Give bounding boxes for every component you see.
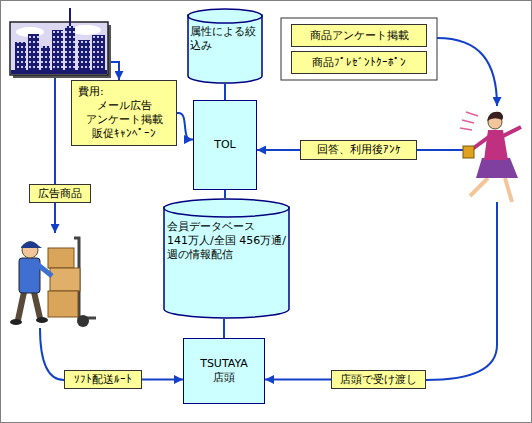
connector: [224, 190, 226, 198]
cylinder-top: [188, 9, 262, 23]
node-label: 費用:: [78, 85, 170, 99]
customer-illustration: [460, 112, 521, 202]
flow-line: [54, 75, 56, 233]
delivery-person-illustration: [10, 238, 96, 327]
legs: [18, 292, 40, 320]
connector: [257, 149, 300, 151]
skirt: [476, 158, 518, 178]
flow-line: [437, 38, 497, 106]
cost-box: 費用:メール広告 アンケート掲載 販促ｷｬﾝﾍﾟｰﾝ: [71, 80, 177, 146]
label-box: 回答、利用後ｱﾝｹ: [300, 140, 417, 160]
parcel: [48, 248, 74, 268]
flow-line: [40, 328, 64, 380]
connector: [142, 379, 183, 381]
cylinder-top: [164, 199, 289, 217]
building: [41, 46, 50, 73]
bag: [463, 146, 474, 158]
flow-lines: [40, 38, 497, 380]
shoe: [10, 319, 22, 325]
connector: [265, 379, 331, 381]
connector: [224, 84, 226, 100]
cloud: [71, 25, 101, 35]
city-illustration: [10, 8, 111, 78]
database-cylinder: 会員データベース141万人/全国 456万通/週の情報配信: [163, 198, 290, 319]
connector: [223, 319, 225, 338]
label-box: 広告商品: [29, 184, 91, 203]
store-box: TSUTAYA 店頭: [183, 338, 265, 404]
torso: [19, 258, 40, 293]
cap: [21, 241, 42, 248]
node-label: 回答、利用後ｱﾝｹ: [304, 143, 413, 157]
node-label: 商品ﾌﾟﾚｾﾞﾝﾄｸｰﾎﾟﾝ: [296, 56, 422, 70]
shoe: [36, 317, 48, 323]
label-box: ｿﾌﾄ配送ﾙｰﾄ: [64, 370, 142, 389]
label-box: 店頭で受け渡し: [331, 370, 426, 389]
label-box: 商品アンケート掲載: [291, 24, 427, 47]
wheel: [77, 315, 89, 327]
node-label: 店頭で受け渡し: [334, 373, 423, 387]
filter-cylinder: 属性による絞 込み: [187, 8, 263, 84]
node-label: 広告商品: [32, 187, 88, 201]
motion-lines: [460, 112, 478, 130]
node-label: ｿﾌﾄ配送ﾙｰﾄ: [67, 373, 139, 387]
sky: [10, 22, 108, 75]
node-body-text: メール広告 アンケート掲載 販促ｷｬﾝﾍﾟｰﾝ: [78, 99, 170, 141]
ground: [11, 70, 107, 74]
parcel: [50, 268, 80, 291]
building: [65, 26, 75, 73]
hair: [487, 112, 503, 121]
arms: [471, 127, 521, 150]
node-label: 商品アンケート掲載: [296, 29, 422, 43]
process-box: TOL: [193, 100, 257, 190]
legs: [470, 178, 512, 202]
node-label: 属性による絞 込み: [190, 25, 261, 53]
building: [78, 40, 90, 73]
group-box: [281, 18, 437, 80]
node-label: TSUTAYA 店頭: [194, 357, 254, 385]
cylinder-body: [164, 207, 289, 318]
flow-line: [417, 149, 464, 151]
building: [52, 30, 63, 73]
tower: [69, 8, 71, 27]
connector: [177, 113, 193, 140]
building: [92, 35, 105, 73]
node-label: 会員データベース: [167, 220, 288, 234]
node-body-text: 141万人/全国 456万通/週の情報配信: [167, 234, 288, 262]
label-box: 商品ﾌﾟﾚｾﾞﾝﾄｸｰﾎﾟﾝ: [291, 51, 427, 74]
building: [28, 34, 39, 73]
arm: [37, 264, 52, 276]
node-label: TOL: [196, 138, 254, 152]
flow-line: [426, 202, 497, 380]
building: [15, 42, 26, 73]
cylinder-body: [188, 15, 262, 83]
parcel: [48, 291, 78, 317]
